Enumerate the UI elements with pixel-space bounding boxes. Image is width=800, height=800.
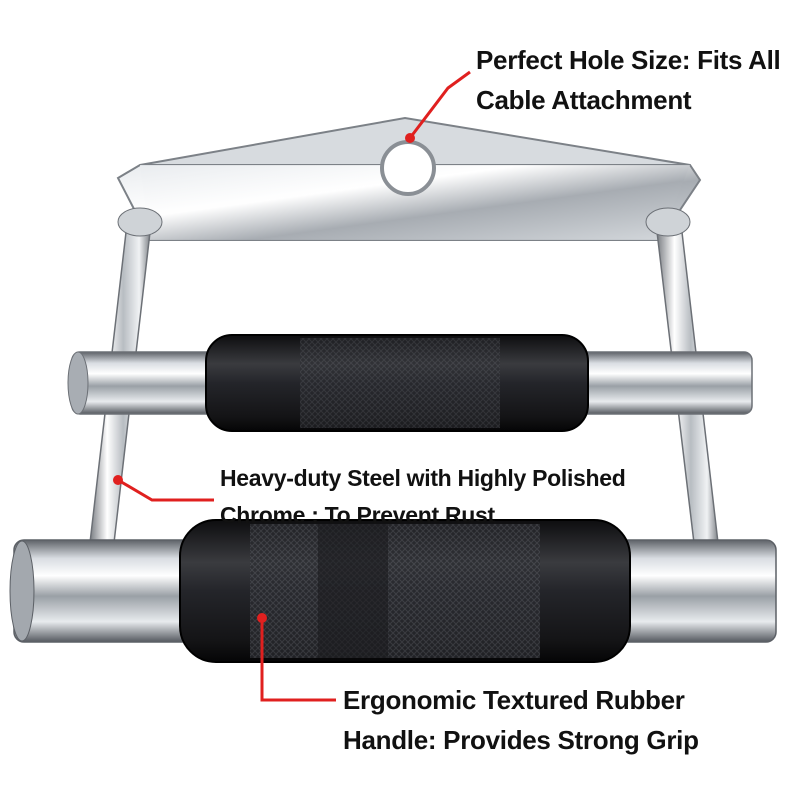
cable-hole [380,140,436,196]
rubber-callout-dot [257,613,267,623]
callout-lines [117,70,471,702]
front-bar [9,519,777,663]
steel-callout-dot [113,475,123,485]
hole-size-callout-line2: Cable Attachment [476,85,692,116]
back-bar [67,334,753,432]
rubber-callout-line2: Handle: Provides Strong Grip [343,725,699,756]
hole-callout-line [408,70,471,139]
steel-callout-line [117,478,214,502]
top-plate [116,116,702,241]
steel-callout-line2: Chrome : To Prevent Rust [220,501,495,528]
hole-size-callout-line1: Perfect Hole Size: Fits All [476,45,781,75]
rubber-callout-line [260,618,336,702]
callout-dots [113,133,415,623]
side-rods [87,207,721,561]
hole-callout-dot [405,133,415,143]
steel-callout-line1: Heavy-duty Steel with Highly Polished [220,465,626,491]
hole-size-callout: Perfect Hole Size: Fits All Cable Attach… [476,40,781,121]
steel-callout: Heavy-duty Steel with Highly Polished Ch… [220,460,626,534]
rubber-callout-line1: Ergonomic Textured Rubber [343,685,685,715]
rubber-callout: Ergonomic Textured Rubber Handle: Provid… [343,680,699,761]
